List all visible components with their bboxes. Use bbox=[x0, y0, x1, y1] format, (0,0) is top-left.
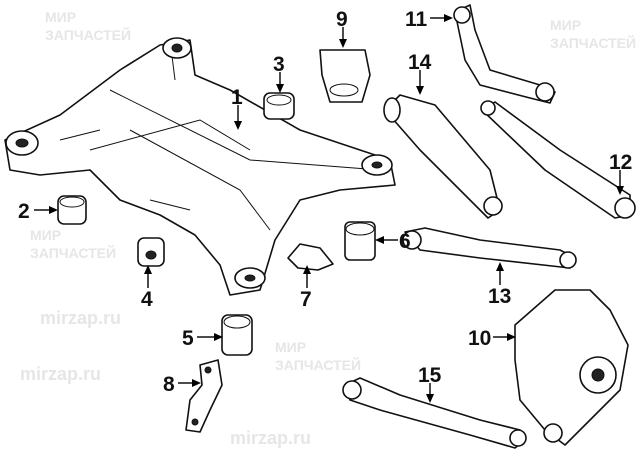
callout-7: 7 bbox=[300, 288, 312, 311]
callout-11: 11 bbox=[405, 8, 428, 31]
callout-15: 15 bbox=[418, 364, 442, 387]
lower-arm-15 bbox=[342, 377, 527, 449]
trailing-arm-14 bbox=[383, 94, 503, 219]
watermark-site: mirzap.ru bbox=[40, 308, 121, 328]
watermark-site: mirzap.ru bbox=[20, 364, 101, 384]
subframe bbox=[4, 37, 396, 296]
control-arm-13 bbox=[402, 227, 577, 269]
callout-4: 4 bbox=[141, 288, 153, 311]
watermarks: МИР ЗАПЧАСТЕЙ mirzap.ru МИР ЗАПЧАСТЕЙ mi… bbox=[20, 9, 636, 448]
bracket-8 bbox=[185, 359, 223, 433]
watermark-line2: ЗАПЧАСТЕЙ bbox=[45, 26, 131, 43]
watermark-line2: ЗАПЧАСТЕЙ bbox=[550, 34, 636, 51]
watermark-line1: МИР bbox=[275, 339, 306, 355]
callout-3: 3 bbox=[273, 53, 285, 76]
callout-5: 5 bbox=[182, 327, 194, 350]
bushing-6 bbox=[344, 221, 376, 261]
callout-14: 14 bbox=[408, 51, 432, 74]
bushing-3 bbox=[263, 92, 295, 120]
callout-1: 1 bbox=[231, 86, 243, 109]
bracket-7 bbox=[287, 243, 334, 271]
watermark-line2: ЗАПЧАСТЕЙ bbox=[30, 244, 116, 261]
watermark-line1: МИР bbox=[45, 9, 76, 25]
callout-6: 6 bbox=[399, 230, 411, 253]
control-arm-12 bbox=[480, 100, 636, 219]
bushing-2 bbox=[57, 195, 87, 225]
bushing-4 bbox=[137, 237, 165, 267]
mount-9 bbox=[319, 49, 371, 103]
upper-arm-11 bbox=[453, 4, 556, 104]
callout-13: 13 bbox=[488, 285, 511, 308]
callout-10: 10 bbox=[468, 327, 491, 350]
watermark-line1: МИР bbox=[550, 17, 581, 33]
callout-9: 9 bbox=[336, 8, 348, 31]
bushing-5 bbox=[221, 314, 253, 356]
callouts: 1 2 3 4 5 6 7 8 9 10 11 12 13 14 15 bbox=[18, 8, 632, 403]
callout-8: 8 bbox=[163, 373, 175, 396]
watermark-line1: МИР bbox=[30, 227, 61, 243]
watermark-line2: ЗАПЧАСТЕЙ bbox=[275, 356, 361, 373]
knuckle-10 bbox=[514, 289, 629, 446]
watermark-site: mirzap.ru bbox=[230, 428, 311, 448]
callout-12: 12 bbox=[609, 151, 632, 174]
callout-2: 2 bbox=[18, 200, 30, 223]
